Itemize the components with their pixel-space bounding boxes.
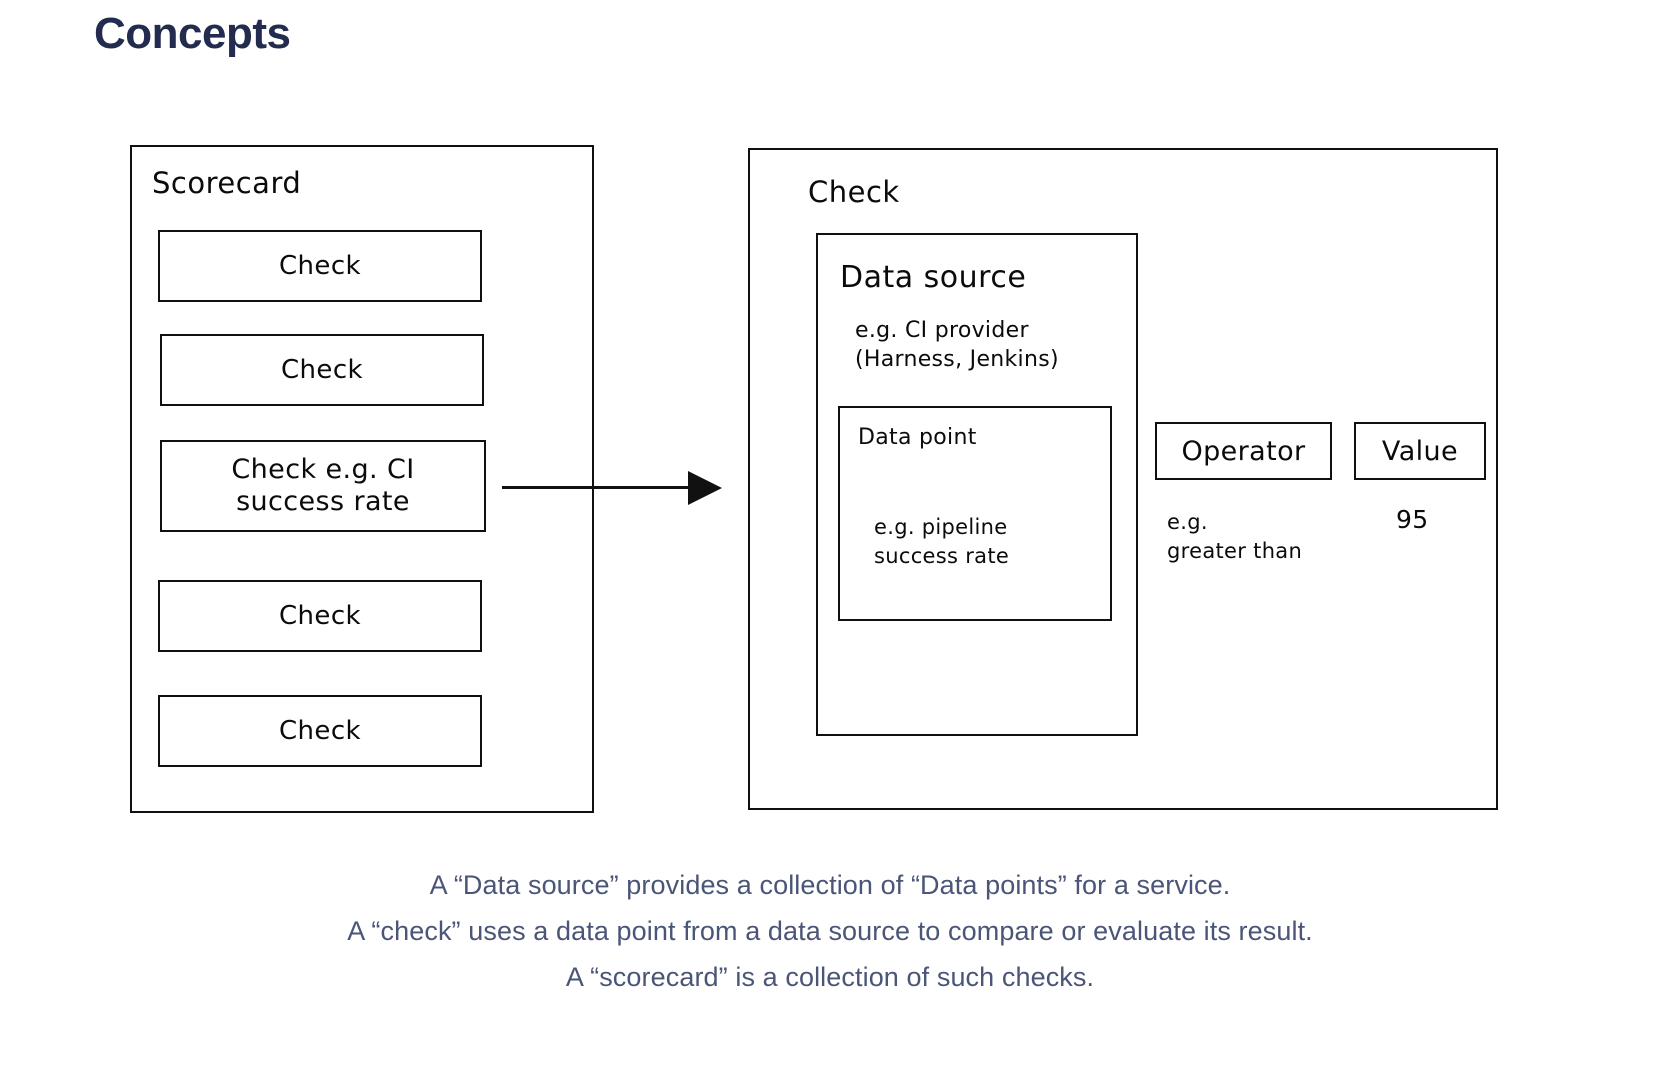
data-point-example: e.g. pipeline success rate	[874, 515, 1010, 568]
scorecard-check-label: Check	[279, 250, 361, 281]
caption-line: A “check” uses a data point from a data …	[347, 916, 1313, 946]
arrow-right-icon-head	[688, 471, 722, 505]
operator-label: Operator	[1181, 435, 1306, 467]
caption-block: A “Data source” provides a collection of…	[0, 862, 1660, 1000]
scorecard-check-item[interactable]: Check	[158, 695, 482, 767]
caption-line: A “scorecard” is a collection of such ch…	[565, 962, 1095, 992]
scorecard-check-item[interactable]: Check	[160, 334, 484, 406]
operator-example: e.g. greater than	[1167, 510, 1303, 563]
caption-line: A “Data source” provides a collection of…	[429, 870, 1231, 900]
scorecard-check-label: Check	[281, 354, 363, 385]
data-source-title: Data source	[840, 260, 1027, 295]
data-source-example: e.g. CI provider (Harness, Jenkins)	[855, 318, 1059, 373]
scorecard-check-label: Check	[279, 715, 361, 746]
data-point-title: Data point	[858, 425, 977, 450]
operator-box: Operator	[1155, 422, 1332, 480]
value-example: 95	[1396, 505, 1429, 534]
scorecard-check-item[interactable]: Check	[158, 580, 482, 652]
scorecard-check-label: Check	[279, 600, 361, 631]
scorecard-check-item-ci-success-rate[interactable]: Check e.g. CI success rate	[160, 440, 486, 532]
page-title: Concepts	[94, 9, 291, 58]
scorecard-check-item[interactable]: Check	[158, 230, 482, 302]
data-point-box	[838, 406, 1112, 621]
scorecard-title: Scorecard	[152, 166, 302, 200]
value-box: Value	[1354, 422, 1486, 480]
arrow-right-icon-line	[502, 486, 692, 489]
check-detail-title: Check	[808, 175, 900, 209]
value-label: Value	[1381, 435, 1459, 467]
scorecard-check-label: Check e.g. CI success rate	[231, 454, 415, 517]
